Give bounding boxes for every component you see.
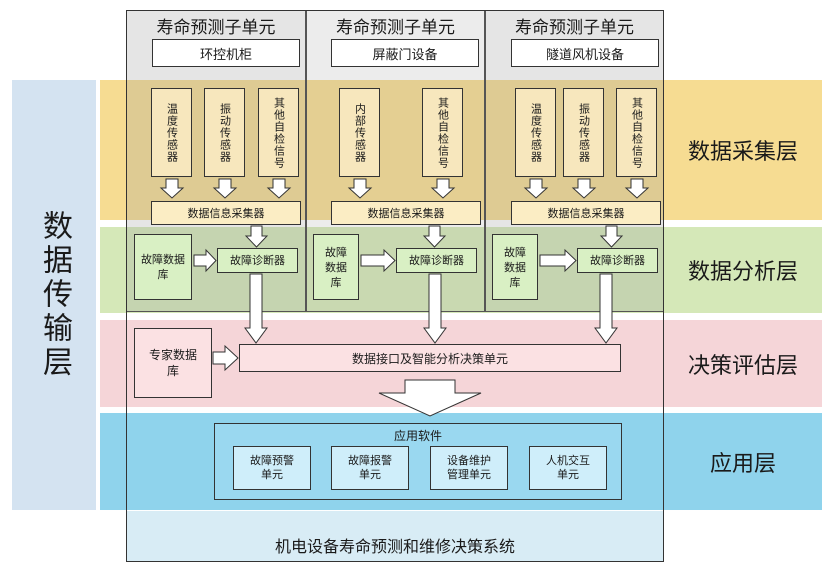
arrow-down-u2-s1: [347, 178, 373, 199]
app-item-maintenance: 设备维护管理单元: [430, 446, 508, 490]
unit-3-sensor-3: 其他自检信号: [616, 88, 657, 177]
unit-1-sensor-1: 温度传感器: [151, 88, 192, 177]
arrow-down-u1-s2: [212, 178, 238, 199]
arrow-down-u3-s2: [571, 178, 597, 199]
unit-1-sensor-2: 振动传感器: [204, 88, 245, 177]
app-item-alarm: 故障报警单元: [331, 446, 409, 490]
arrow-down-u2-s2: [430, 178, 456, 199]
unit-1-sensor-3: 其他自检信号: [258, 88, 299, 177]
collection-layer-label: 数据采集层: [687, 140, 798, 165]
unit-2-title: 寿命预测子单元: [336, 17, 455, 38]
unit-3-diagnoser: 故障诊断器: [577, 248, 658, 273]
expert-db: 专家数据库: [134, 328, 212, 398]
transmission-layer-label: 数据传输层: [37, 210, 72, 380]
unit-2-subtitle: 屏蔽门设备: [331, 39, 479, 67]
unit-3-title: 寿命预测子单元: [515, 17, 634, 38]
app-software-title: 应用软件: [393, 428, 442, 443]
arrow-right-u1-db: [193, 248, 217, 273]
analysis-layer-label: 数据分析层: [687, 260, 798, 285]
system-footer: [127, 511, 663, 561]
arrow-down-u3-collector: [599, 225, 624, 248]
unit-1-diagnoser: 故障诊断器: [217, 248, 298, 273]
decision-unit: 数据接口及智能分析决策单元: [239, 344, 621, 372]
arrow-down-u3-s3: [624, 178, 650, 199]
arrow-down-u1-s1: [159, 178, 185, 199]
unit-2-sensor-2: 其他自检信号: [422, 88, 463, 177]
unit-3-collector: 数据信息采集器: [511, 201, 661, 225]
unit-3-sensor-2: 振动传感器: [563, 88, 604, 177]
unit-2-collector: 数据信息采集器: [331, 201, 481, 225]
decision-layer-label: 决策评估层: [687, 354, 798, 379]
arrow-right-u3-db: [539, 248, 577, 273]
arrow-down-u1-collector: [244, 225, 269, 248]
arrow-down-u2-diag: [423, 273, 447, 344]
unit-1-subtitle: 环控机柜: [152, 39, 300, 67]
unit-3-fault-db: 故障数据库: [492, 234, 538, 300]
unit-1-collector: 数据信息采集器: [151, 201, 301, 225]
unit-3-sensor-1: 温度传感器: [515, 88, 556, 177]
arrow-down-u2-collector: [422, 225, 447, 248]
app-item-warning: 故障预警单元: [233, 446, 311, 490]
arrow-down-u3-s1: [523, 178, 549, 199]
arrow-down-big: [378, 379, 482, 417]
unit-2-fault-db: 故障数据库: [313, 234, 359, 300]
system-frame: [126, 10, 664, 562]
unit-2-diagnoser: 故障诊断器: [396, 248, 477, 273]
arrow-down-u1-diag: [244, 273, 268, 344]
app-item-hmi: 人机交互单元: [529, 446, 607, 490]
transmission-layer-band: 数据传输层: [12, 80, 96, 510]
unit-2-sensor-1: 内部传感器: [339, 88, 380, 177]
arrow-down-u1-s3: [266, 178, 292, 199]
unit-1-fault-db: 故障数据库: [134, 234, 192, 300]
arrow-down-u3-diag: [594, 273, 618, 344]
system-title: 机电设备寿命预测和维修决策系统: [274, 537, 515, 556]
arrow-right-expert: [212, 344, 239, 372]
application-layer-label: 应用层: [709, 452, 776, 477]
unit-1-title: 寿命预测子单元: [156, 17, 276, 38]
arrow-right-u2-db: [360, 248, 396, 273]
unit-3-subtitle: 隧道风机设备: [511, 39, 659, 67]
